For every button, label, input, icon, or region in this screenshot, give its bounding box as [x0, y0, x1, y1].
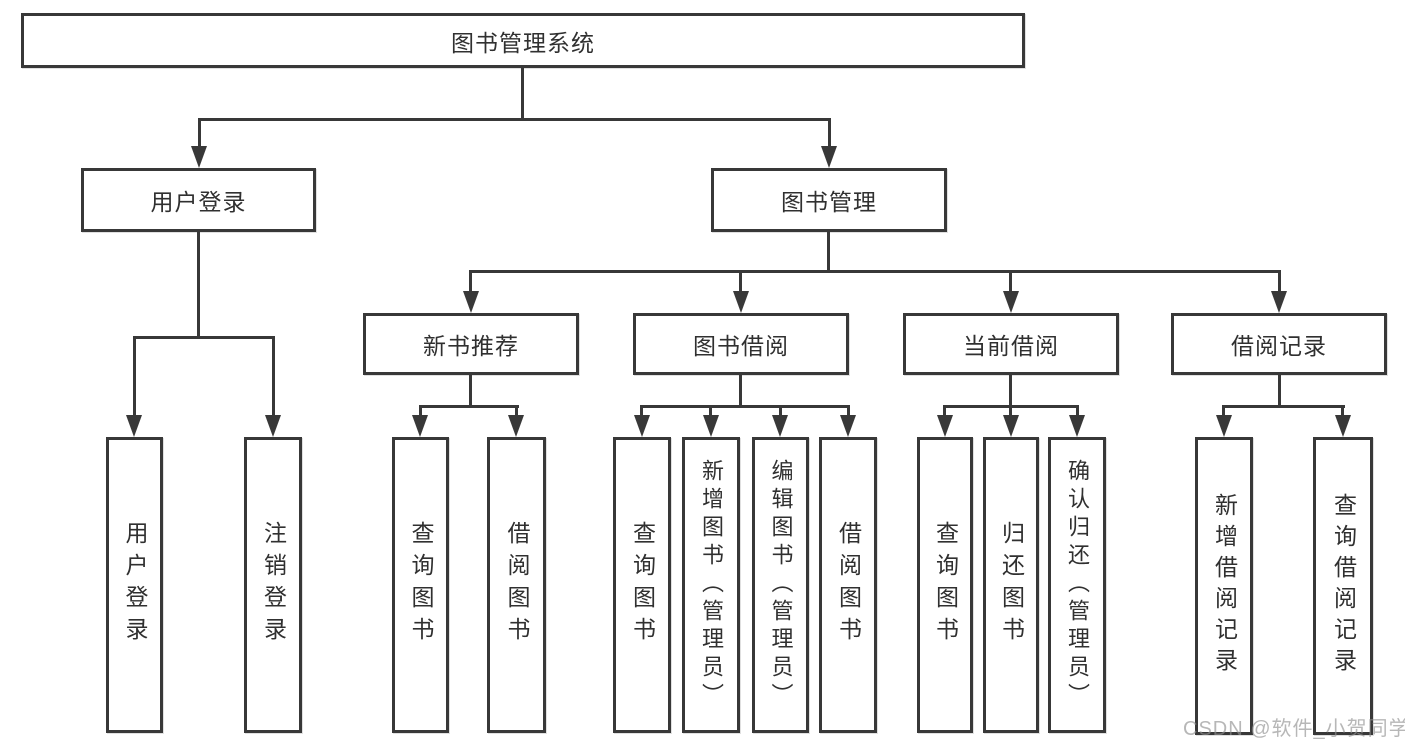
connector-drop-book-mgmt: [828, 118, 831, 150]
arrowhead-edit-books: [772, 415, 788, 437]
leaf-query-books-2: 查询图书: [613, 437, 671, 733]
node-book-borrowing-label: 图书借阅: [693, 333, 789, 359]
connector-drop-book-borrow: [739, 270, 742, 295]
node-user-login: 用户登录: [81, 168, 316, 232]
connector-new-book-rec-stem: [469, 375, 472, 408]
node-root-label: 图书管理系统: [451, 29, 595, 56]
connector-root-stem: [521, 68, 524, 118]
arrowhead-add-books: [703, 415, 719, 437]
arrowhead-query-books-3: [937, 415, 953, 437]
node-borrowing-records-label: 借阅记录: [1231, 333, 1327, 359]
node-borrowing-records: 借阅记录: [1171, 313, 1387, 375]
node-current-borrowing: 当前借阅: [903, 313, 1119, 375]
leaf-edit-books-admin-label: 编辑图书（管理员）: [768, 459, 794, 711]
arrowhead-borrow-books-1: [508, 415, 524, 437]
arrowhead-return-books: [1003, 415, 1019, 437]
leaf-query-books-3-label: 查询图书: [932, 521, 959, 649]
leaf-add-books-admin-label: 新增图书（管理员）: [699, 459, 724, 711]
connector-drop-add-books: [709, 405, 712, 419]
arrowhead-book-borrow: [733, 291, 749, 313]
connector-drop-add-borrow-record: [1222, 405, 1225, 419]
arrowhead-current-borrow: [1003, 291, 1019, 313]
connector-user-login-stem: [197, 232, 200, 336]
connector-new-book-rec-branch: [419, 405, 519, 408]
connector-book-borrow-branch: [640, 405, 850, 408]
connector-drop-logout-leaf: [272, 336, 275, 418]
connector-drop-edit-books: [779, 405, 782, 419]
leaf-edit-books-admin: 编辑图书（管理员）: [752, 437, 809, 733]
leaf-borrow-books-1-label: 借阅图书: [504, 521, 530, 649]
arrowhead-borrow-books-2: [840, 415, 856, 437]
arrowhead-logout-leaf: [265, 415, 281, 437]
leaf-borrow-books-2: 借阅图书: [819, 437, 877, 733]
node-book-borrowing: 图书借阅: [633, 313, 849, 375]
node-user-login-label: 用户登录: [150, 189, 247, 215]
connector-drop-query-books-1: [419, 405, 422, 419]
connector-user-login-branch: [133, 336, 275, 339]
connector-borrow-records-branch: [1222, 405, 1345, 408]
leaf-user-login-label: 用户登录: [122, 521, 148, 649]
leaf-logout: 注销登录: [244, 437, 302, 733]
node-new-book-recommend-label: 新书推荐: [423, 333, 519, 359]
node-current-borrowing-label: 当前借阅: [963, 333, 1059, 359]
connector-drop-query-borrow-record: [1341, 405, 1344, 419]
node-root: 图书管理系统: [21, 13, 1025, 68]
leaf-query-books-3: 查询图书: [917, 437, 973, 733]
arrowhead-book-mgmt: [821, 146, 837, 168]
arrowhead-user-login-leaf: [126, 415, 142, 437]
connector-drop-borrow-books-1: [515, 405, 518, 419]
leaf-query-books-1-label: 查询图书: [408, 521, 434, 649]
arrowhead-query-books-2: [634, 415, 650, 437]
connector-root-branch: [198, 118, 831, 121]
connector-drop-query-books-2: [640, 405, 643, 419]
connector-book-mgmt-branch: [470, 270, 1281, 273]
leaf-logout-label: 注销登录: [260, 521, 287, 649]
node-new-book-recommend: 新书推荐: [363, 313, 579, 375]
connector-book-mgmt-stem: [827, 232, 830, 270]
connector-drop-current-borrow: [1009, 270, 1012, 295]
leaf-query-books-1: 查询图书: [392, 437, 449, 733]
arrowhead-add-borrow-record: [1216, 415, 1232, 437]
connector-drop-query-books-3: [943, 405, 946, 419]
leaf-return-books-label: 归还图书: [998, 521, 1025, 649]
leaf-confirm-return-admin: 确认归还（管理员）: [1048, 437, 1106, 733]
connector-borrow-records-stem: [1278, 375, 1281, 408]
leaf-query-borrow-record-label: 查询借阅记录: [1330, 493, 1357, 679]
leaf-add-borrow-record: 新增借阅记录: [1195, 437, 1253, 735]
connector-drop-return-books: [1009, 405, 1012, 419]
csdn-watermark: CSDN @软件_小贺同学: [1183, 718, 1405, 740]
connector-drop-new-book-rec: [469, 270, 472, 295]
leaf-confirm-return-admin-label: 确认归还（管理员）: [1065, 459, 1090, 711]
leaf-add-borrow-record-label: 新增借阅记录: [1211, 493, 1238, 679]
leaf-borrow-books-2-label: 借阅图书: [835, 521, 862, 649]
leaf-borrow-books-1: 借阅图书: [487, 437, 546, 733]
connector-current-borrow-stem: [1009, 375, 1012, 408]
leaf-query-borrow-record: 查询借阅记录: [1313, 437, 1373, 735]
node-book-management: 图书管理: [711, 168, 947, 232]
leaf-return-books: 归还图书: [983, 437, 1039, 733]
arrowhead-borrow-records: [1271, 291, 1287, 313]
arrowhead-new-book-rec: [463, 291, 479, 313]
leaf-user-login: 用户登录: [106, 437, 163, 733]
connector-drop-confirm-return: [1076, 405, 1079, 419]
arrowhead-query-borrow-record: [1335, 415, 1351, 437]
node-book-management-label: 图书管理: [781, 189, 877, 215]
leaf-query-books-2-label: 查询图书: [629, 521, 656, 649]
connector-drop-user-login-leaf: [133, 336, 136, 418]
connector-drop-borrow-records: [1278, 270, 1281, 295]
arrowhead-query-books-1: [412, 415, 428, 437]
connector-drop-user-login: [198, 118, 201, 150]
connector-drop-borrow-books-2: [847, 405, 850, 419]
arrowhead-confirm-return: [1069, 415, 1085, 437]
connector-book-borrow-stem: [739, 375, 742, 408]
arrowhead-user-login: [191, 146, 207, 168]
leaf-add-books-admin: 新增图书（管理员）: [682, 437, 740, 733]
